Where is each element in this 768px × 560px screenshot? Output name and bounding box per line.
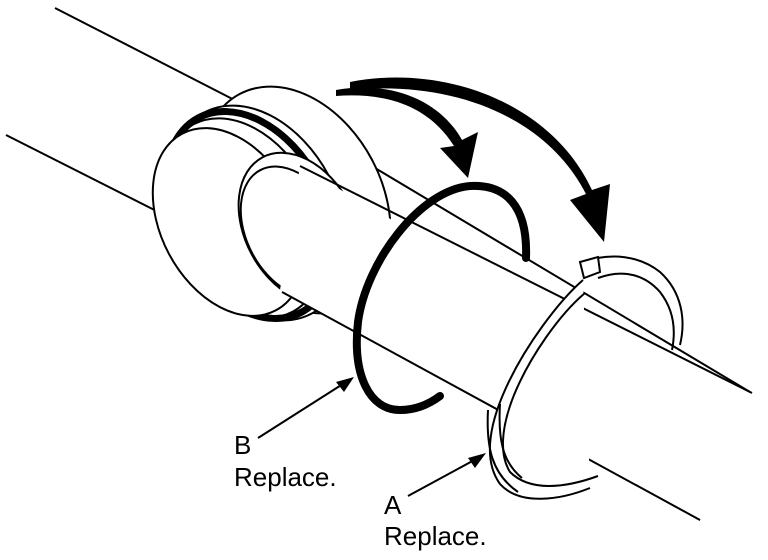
leader-a-head (468, 453, 486, 468)
ring-b-arc (352, 181, 531, 415)
callout-b-text: Replace. (234, 462, 337, 492)
ring-a (486, 255, 684, 500)
shaft-top-edge (54, 7, 251, 109)
shaft-body (280, 165, 760, 521)
leader-b (257, 381, 347, 439)
callout-a-letter: A (384, 490, 402, 520)
callout-b-letter: B (234, 430, 252, 460)
leader-a (407, 457, 479, 497)
callout-a-text: Replace. (384, 521, 487, 551)
install-arrows (336, 77, 610, 242)
ring-a-inner (502, 272, 675, 487)
arrow-to-ring-b (336, 87, 478, 178)
ring-a-back-side (486, 403, 523, 493)
leader-b-head (336, 377, 354, 392)
shaft-edge-bottom-front (281, 291, 701, 521)
ring-b (352, 181, 531, 415)
ring-a-outer (488, 255, 684, 500)
leader-lines (257, 377, 486, 497)
shaft-edge-top-front (299, 165, 753, 394)
shaft-section (280, 166, 760, 520)
ring-a-gap-notch (578, 255, 602, 280)
